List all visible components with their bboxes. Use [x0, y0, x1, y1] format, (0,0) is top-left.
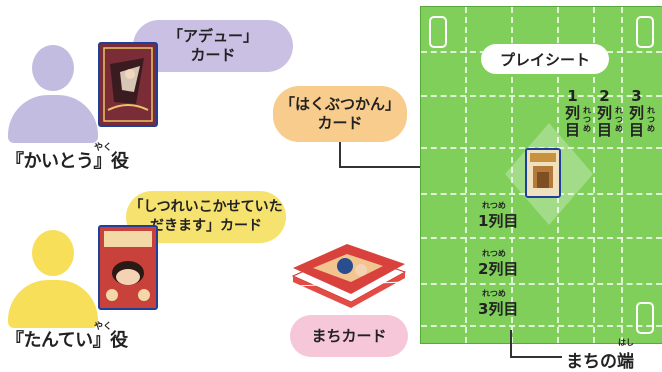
thief-card-bubble-line1: 「アデュー」 [167, 27, 258, 45]
column-2-ruby: れつめ [615, 106, 623, 133]
town-edge-ruby: はし [618, 338, 634, 347]
detective-card-bubble-line2: だきます」カード [150, 218, 262, 234]
column-label-3: 3 列 目 [629, 88, 644, 139]
museum-connector-vertical [339, 142, 341, 168]
detective-person-icon [8, 230, 98, 330]
column-1-ruby: れつめ [583, 106, 591, 133]
detective-card-bubble-line1: 「しつれいこかせていた [129, 199, 283, 215]
column-3-kanji1: 列 [629, 104, 645, 122]
board-corner-emblem-top-left [429, 16, 447, 48]
row-3-text: 3列目 [478, 300, 519, 318]
column-3-num: 3 [631, 87, 642, 105]
row-1-ruby: れつめ [482, 201, 506, 210]
column-1-kanji2: 目 [565, 121, 581, 139]
museum-card-line2: カード [317, 114, 363, 132]
thief-card-bubble-line2: カード [190, 46, 236, 64]
column-label-2: 2 列 目 [597, 88, 612, 139]
detective-role-ruby: やく [94, 322, 113, 332]
museum-card-line1: 「はくぶつかん」 [279, 95, 400, 113]
museum-card-bubble: 「はくぶつかん」 カード [273, 86, 407, 142]
column-2-num: 2 [599, 87, 610, 105]
thief-role-label: 『かいとう』役 [6, 151, 129, 172]
row-label-3: れつめ 3列目 [478, 289, 519, 319]
board-corner-emblem-top-right [636, 16, 654, 48]
thief-role-ruby: やく [94, 143, 113, 153]
board-corner-emblem-bottom-right [636, 302, 654, 334]
row-label-1: れつめ 1列目 [478, 201, 519, 231]
thief-person-icon [8, 45, 98, 145]
column-3-ruby: れつめ [647, 106, 655, 133]
row-3-ruby: れつめ [482, 289, 506, 298]
column-1-num: 1 [567, 87, 578, 105]
column-label-1: 1 列 目 [565, 88, 580, 139]
column-2-kanji1: 列 [597, 104, 613, 122]
thief-card-bubble: 「アデュー」 カード [133, 20, 293, 72]
column-2-kanji2: 目 [597, 121, 613, 139]
town-cards-bubble: まちカード [290, 315, 408, 357]
row-1-text: 1列目 [478, 212, 519, 230]
town-card-stack [287, 236, 411, 316]
column-3-kanji2: 目 [629, 121, 645, 139]
playsheet-label: プレイシート [481, 44, 609, 74]
detective-role-label: 『たんてい』役 [6, 330, 128, 351]
town-cards-label: まちカード [311, 326, 387, 345]
column-1-kanji1: 列 [565, 104, 581, 122]
placed-museum-card [525, 148, 561, 198]
row-label-2: れつめ 2列目 [478, 249, 519, 279]
detective-card [98, 225, 158, 310]
adieu-card [98, 42, 158, 127]
town-edge-label: まちの端 [566, 352, 634, 372]
edge-connector-vertical [510, 330, 512, 358]
row-2-text: 2列目 [478, 260, 519, 278]
row-2-ruby: れつめ [482, 249, 506, 258]
edge-connector-horizontal [510, 356, 562, 358]
